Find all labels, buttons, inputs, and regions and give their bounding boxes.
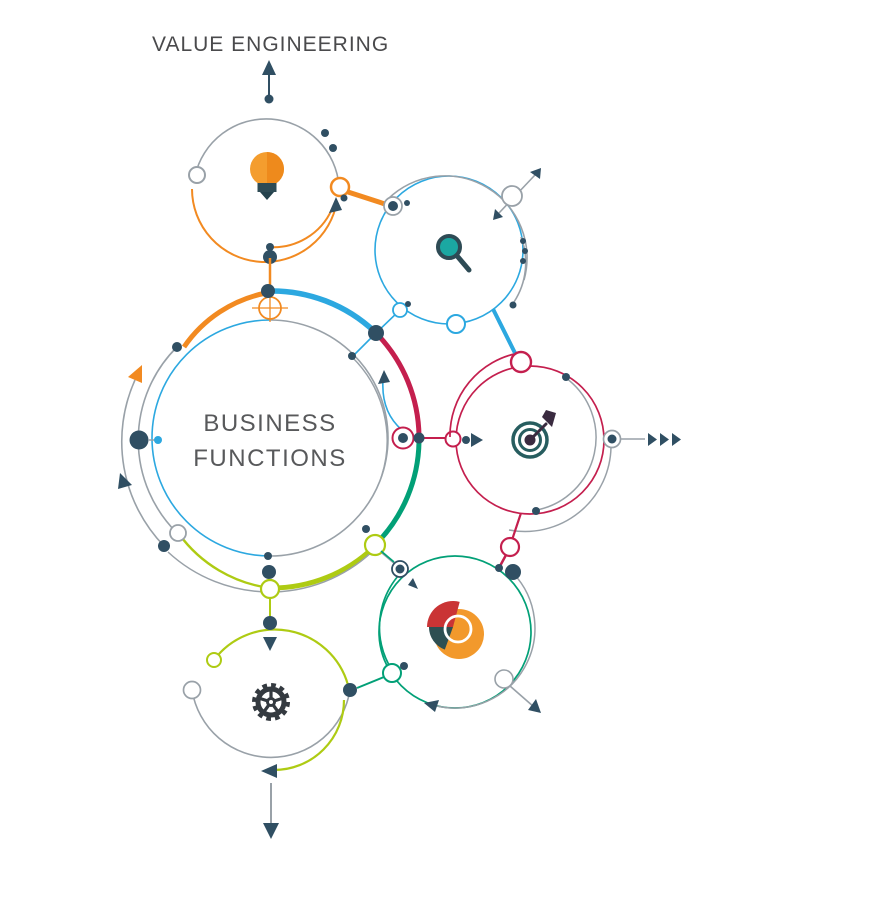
open-node — [363, 533, 387, 557]
open-node — [499, 536, 521, 558]
lightbulb-icon — [250, 152, 284, 200]
open-node — [206, 652, 222, 668]
node-center: BUSINESS FUNCTIONS — [118, 284, 483, 600]
junction-node — [368, 325, 384, 341]
node-analytics — [356, 550, 541, 713]
gear-icon — [252, 683, 290, 721]
pie-chart-icon — [427, 601, 484, 659]
open-node — [494, 669, 514, 689]
open-node — [182, 680, 202, 700]
arrow-head-icon — [118, 473, 132, 489]
arrow-head-icon — [378, 370, 390, 384]
node-process — [182, 598, 357, 839]
node-goal — [449, 308, 681, 572]
arrow-right-icon — [648, 433, 657, 446]
open-node — [188, 166, 206, 184]
center-label-line1: BUSINESS — [203, 410, 336, 437]
top-connector — [262, 60, 276, 104]
arrow-head-icon — [528, 699, 541, 713]
open-node — [509, 350, 533, 374]
arrow-right-icon — [660, 433, 669, 446]
arrow-head-icon — [493, 209, 503, 220]
open-node — [169, 524, 187, 542]
arrow-head-icon — [329, 197, 342, 213]
center-label-line2: FUNCTIONS — [193, 445, 347, 472]
open-node — [444, 430, 462, 448]
open-node — [329, 176, 351, 198]
magnifier-icon — [436, 234, 472, 273]
arrow-head-icon — [128, 365, 142, 383]
arrow-head-icon — [424, 700, 439, 712]
node-search — [353, 168, 541, 356]
arrow-right-icon — [471, 433, 483, 447]
open-node — [446, 314, 466, 334]
page-title: VALUE ENGINEERING — [152, 33, 389, 56]
arrow-right-icon — [672, 433, 681, 446]
arrow-down-icon — [263, 637, 277, 651]
center-disc — [152, 320, 388, 556]
arrow-down-icon — [263, 823, 279, 839]
open-node — [382, 663, 402, 683]
node-idea — [188, 118, 389, 290]
open-node — [259, 578, 281, 600]
open-node — [501, 185, 523, 207]
arrow-head-icon — [408, 578, 418, 589]
open-node — [392, 302, 408, 318]
arrow-head-icon — [530, 168, 541, 179]
target-icon — [511, 410, 556, 459]
arrow-up-icon — [262, 60, 276, 75]
arrow-head-icon — [261, 764, 277, 778]
